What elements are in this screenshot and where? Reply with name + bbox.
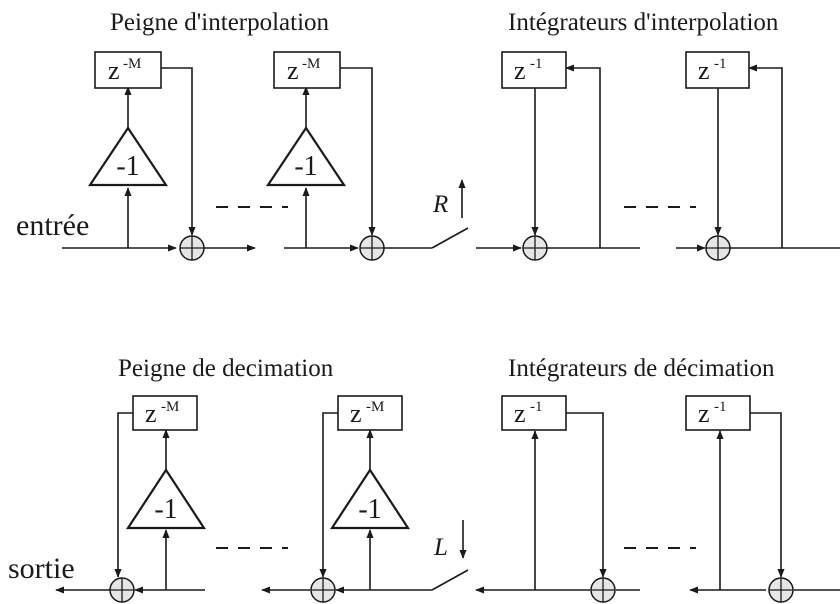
delay-base: z xyxy=(108,56,120,85)
gain-triangle xyxy=(265,126,347,187)
delay-zM-box xyxy=(94,51,162,89)
sum-node xyxy=(590,577,616,603)
delay-z1-box xyxy=(685,395,751,431)
gain-triangle xyxy=(125,467,207,530)
delay-zM-box xyxy=(273,51,341,89)
delay-base: z xyxy=(514,399,526,428)
title-integrator-interpolation: Intégrateurs d'interpolation xyxy=(508,9,779,36)
comb-stage-2: -1 z -M xyxy=(265,51,432,261)
delay-exponent: -1 xyxy=(714,399,727,415)
integrator-stage-1: z -1 xyxy=(476,51,640,261)
integrator-stage-a: z -1 xyxy=(475,395,640,603)
output-label: sortie xyxy=(8,552,75,585)
input-label: entrée xyxy=(16,209,89,242)
delay-base: z xyxy=(698,56,710,85)
sum-node xyxy=(109,577,135,603)
delay-exponent: -M xyxy=(123,56,141,72)
gain-label: -1 xyxy=(154,494,177,525)
gain-label: -1 xyxy=(294,151,317,182)
delay-z1-box xyxy=(501,51,567,89)
delay-base: z xyxy=(145,399,157,428)
delay-z1-box xyxy=(685,51,750,89)
delay-base: z xyxy=(514,56,526,85)
delay-base: z xyxy=(698,399,710,428)
delay-zM-box xyxy=(337,395,403,431)
sum-node xyxy=(310,577,336,603)
comb-stage-1: -1 z -M xyxy=(62,51,256,261)
gain-triangle xyxy=(329,467,411,530)
delay-exponent: -M xyxy=(161,399,179,415)
interpolation-chain: entrée -1 z -M -1 xyxy=(16,51,840,261)
sum-node xyxy=(705,235,731,261)
gain-triangle xyxy=(87,126,169,187)
delay-exponent: -1 xyxy=(530,56,543,72)
title-comb-interpolation: Peigne d'interpolation xyxy=(110,9,330,36)
downsampler-L: L xyxy=(431,520,469,591)
gain-label: -1 xyxy=(116,151,139,182)
comb-stage-b: -1 z -M xyxy=(261,395,432,603)
gain-label: -1 xyxy=(358,494,381,525)
delay-base: z xyxy=(287,56,299,85)
delay-exponent: -M xyxy=(366,399,384,415)
decimation-chain: sortie -1 z -M xyxy=(8,395,840,603)
title-comb-decimation: Peigne de decimation xyxy=(118,355,334,382)
delay-exponent: -1 xyxy=(714,56,727,72)
sum-node xyxy=(359,235,385,261)
delay-exponent: -1 xyxy=(530,399,543,415)
integrator-stage-2: z -1 xyxy=(676,51,840,261)
integrator-stage-b: z -1 xyxy=(685,395,840,603)
sum-node xyxy=(522,235,548,261)
upsampler-R: R xyxy=(431,179,469,249)
sum-node xyxy=(179,235,205,261)
upsample-factor: R xyxy=(432,191,448,218)
comb-stage-a: -1 z -M xyxy=(55,395,207,603)
title-integrator-decimation: Intégrateurs de décimation xyxy=(508,355,775,382)
delay-exponent: -M xyxy=(302,56,320,72)
sum-node xyxy=(768,577,794,603)
delay-base: z xyxy=(350,399,362,428)
downsample-factor: L xyxy=(433,534,448,561)
